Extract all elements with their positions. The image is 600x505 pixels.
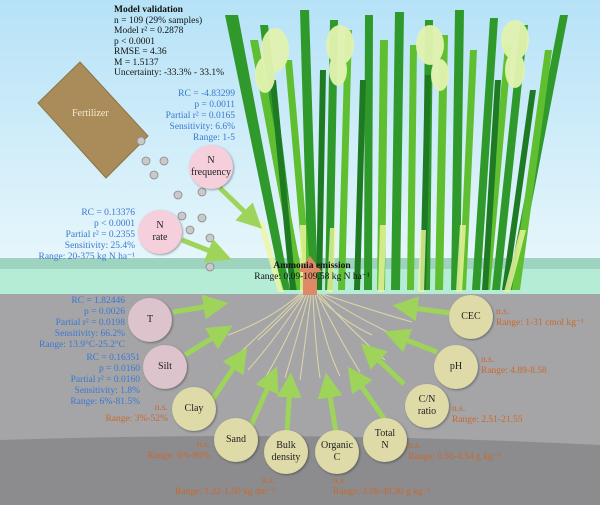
n-frequency-label-2: frequency xyxy=(191,167,231,178)
organic-c-ns: n.s. xyxy=(333,476,347,486)
bulk-density-stats: n.s. Range: 1.22-1.50 kg dm⁻³ xyxy=(175,476,275,498)
total-n-stats: n.s. Range: 0.50-4.54 g kg⁻¹ xyxy=(408,441,501,463)
t-node: T xyxy=(128,298,172,342)
t-rc: RC = 1.82446 xyxy=(71,296,125,306)
n-rate-stats: RC = 0.13376 p < 0.0001 Partial r² = 0.2… xyxy=(38,208,135,263)
sand-node: Sand xyxy=(214,418,258,462)
model-n: n = 109 (29% samples) xyxy=(114,15,203,26)
clay-stats: n.s. Range: 3%-52% xyxy=(105,403,168,425)
total-n-label-1: Total xyxy=(374,428,396,439)
n-frequency-rc: RC = -4.83299 xyxy=(178,89,235,99)
n-rate-partial-r2: Partial r² = 0.2355 xyxy=(65,230,135,240)
n-frequency-sensitivity: Sensitivity: 6.6% xyxy=(169,122,235,132)
model-r2: Model r² = 0.2878 xyxy=(114,26,184,36)
rice-plants xyxy=(225,10,568,292)
organic-c-range: Range: 3.08-49.30 g kg⁻¹ xyxy=(333,487,431,497)
bulk-density-range: Range: 1.22-1.50 kg dm⁻³ xyxy=(175,487,275,497)
t-stats: RC = 1.82446 p = 0.0026 Partial r² = 0.0… xyxy=(39,296,125,351)
cec-label: CEC xyxy=(461,311,481,322)
n-rate-label-2: rate xyxy=(152,232,168,243)
silt-p: p = 0.0160 xyxy=(99,364,140,374)
t-p: p = 0.0026 xyxy=(84,307,125,317)
clay-node: Clay xyxy=(172,387,216,431)
total-n-range: Range: 0.50-4.54 g kg⁻¹ xyxy=(408,452,501,462)
model-p: p < 0.0001 xyxy=(114,36,155,47)
ph-label: pH xyxy=(449,361,463,372)
total-n-label-2: N xyxy=(381,440,389,451)
t-label: T xyxy=(146,314,154,325)
n-frequency-range: Range: 1-5 xyxy=(193,133,235,143)
model-rmse: RMSE = 4.36 xyxy=(114,47,167,57)
organic-c-label-2: C xyxy=(333,452,341,463)
fertilizer-bag xyxy=(37,61,149,179)
model-validation-panel: Model validation n = 109 (29% samples) M… xyxy=(114,5,224,79)
n-rate-rc: RC = 0.13376 xyxy=(81,208,135,218)
silt-node: Silt xyxy=(143,345,187,389)
cec-ns: n.s. xyxy=(496,307,510,317)
sand-stats: n.s. Range: 6%-90% xyxy=(147,440,210,462)
total-n-ns: n.s. xyxy=(408,441,422,451)
t-sensitivity: Sensitivity: 66.2% xyxy=(54,329,125,339)
cec-node: CEC xyxy=(449,295,493,339)
n-rate-sensitivity: Sensitivity: 25.4% xyxy=(64,241,135,251)
ammonia-title: Ammonia emission xyxy=(273,261,351,271)
silt-rc: RC = 0.16351 xyxy=(86,353,140,363)
sand-ns: n.s. xyxy=(196,440,210,450)
n-rate-p: p < 0.0001 xyxy=(94,219,135,229)
organic-c-stats: n.s. Range: 3.08-49.30 g kg⁻¹ xyxy=(333,476,430,498)
n-frequency-p: p = 0.0011 xyxy=(194,100,235,110)
cn-ratio-ns: n.s. xyxy=(452,404,466,414)
n-frequency-label-1: N xyxy=(207,155,215,166)
sand-range: Range: 6%-90% xyxy=(147,451,210,461)
cn-ratio-range: Range: 2.51-21.55 xyxy=(452,415,523,425)
factor-arrows xyxy=(172,186,451,433)
bulk-density-label-1: Bulk xyxy=(276,440,296,451)
clay-label: Clay xyxy=(184,403,204,414)
ammonia-emission-label: Ammonia emission Range: 0.09-109.58 kg N… xyxy=(222,261,402,283)
clay-ns: n.s. xyxy=(154,403,168,413)
ammonia-range: Range: 0.09-109.58 kg N ha⁻¹ xyxy=(254,272,370,282)
n-frequency-partial-r2: Partial r² = 0.0165 xyxy=(165,111,235,121)
n-rate-label-1: N xyxy=(156,220,164,231)
ph-ns: n.s. xyxy=(481,355,495,365)
model-validation-title: Model validation xyxy=(114,5,183,15)
ph-range: Range: 4.89-8.58 xyxy=(481,366,547,376)
soil-lower xyxy=(0,436,600,505)
ph-stats: n.s. Range: 4.89-8.58 xyxy=(481,355,547,377)
bulk-density-ns: n.s. xyxy=(261,476,275,486)
bulk-density-label-2: density xyxy=(271,452,301,463)
sand-label: Sand xyxy=(226,434,246,445)
silt-partial-r2: Partial r² = 0.0160 xyxy=(70,375,140,385)
t-range: Range: 13.9°C-25.2°C xyxy=(39,340,125,350)
cec-stats: n.s. Range: 1-31 cmol kg⁻¹ xyxy=(496,307,584,329)
cn-ratio-label-2: ratio xyxy=(417,406,437,417)
n-rate-range: Range: 20-375 kg N ha⁻¹ xyxy=(38,252,135,262)
organic-c-label-1: Organic xyxy=(320,440,354,451)
silt-stats: RC = 0.16351 p = 0.0160 Partial r² = 0.0… xyxy=(70,353,140,408)
fertilizer-granules xyxy=(136,136,215,272)
t-partial-r2: Partial r² = 0.0198 xyxy=(55,318,125,328)
ammonia-emission-arrow xyxy=(298,256,322,295)
clay-range: Range: 3%-52% xyxy=(105,414,168,424)
silt-range: Range: 6%-81.5% xyxy=(70,397,140,407)
ph-node: pH xyxy=(434,345,478,389)
fertilizer-label: Fertilizer xyxy=(72,108,109,119)
silt-label: Silt xyxy=(158,361,172,372)
cn-ratio-stats: n.s. Range: 2.51-21.55 xyxy=(452,404,522,426)
cec-range: Range: 1-31 cmol kg⁻¹ xyxy=(496,318,584,328)
cn-ratio-label-1: C/N xyxy=(418,394,436,405)
model-m: M = 1.5137 xyxy=(114,57,159,68)
model-uncertainty: Uncertainty: -33.3% - 33.1% xyxy=(114,68,225,78)
silt-sensitivity: Sensitivity: 1.8% xyxy=(74,386,140,396)
n-frequency-stats: RC = -4.83299 p = 0.0011 Partial r² = 0.… xyxy=(166,89,235,144)
